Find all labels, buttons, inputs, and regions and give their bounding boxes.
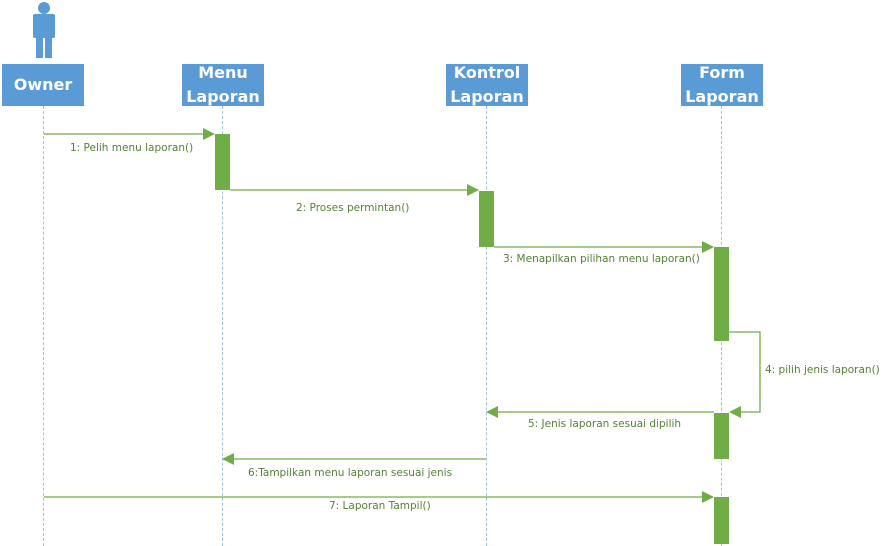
message-label-7: 7: Laporan Tampil() [329, 500, 431, 512]
lifeline-owner [43, 106, 44, 546]
activation-form-laporan-3 [714, 497, 729, 544]
lifeline-kontrol-laporan-label: Kontrol Laporan [450, 63, 524, 106]
arrowhead-2 [467, 184, 479, 196]
arrowhead-4 [729, 406, 741, 418]
message-label-1: 1: Pelih menu laporan() [70, 142, 194, 154]
arrowhead-5 [486, 406, 498, 418]
activation-kontrol-laporan [479, 191, 494, 247]
actor-icon [33, 2, 55, 58]
arrowhead-7 [702, 491, 714, 503]
activation-form-laporan-1 [714, 247, 729, 341]
lifeline-menu-laporan-label: Menu Laporan [186, 63, 260, 106]
message-label-3: 3: Menapilkan pilihan menu laporan() [503, 253, 700, 265]
message-label-6: 6:Tampilkan menu laporan sesuai jenis [248, 467, 453, 479]
lifeline-kontrol-laporan [486, 106, 487, 546]
lifeline-menu-laporan [222, 106, 223, 546]
arrowhead-1 [203, 128, 215, 140]
message-arrow-4 [729, 331, 761, 413]
lifeline-owner-label: Owner [13, 75, 73, 94]
lifeline-form-laporan-box: Form Laporan [681, 63, 763, 106]
message-label-2: 2: Proses permintan() [296, 202, 410, 214]
lifeline-form-laporan-label: Form Laporan [685, 63, 759, 106]
activation-form-laporan-2 [714, 413, 729, 459]
arrowhead-3 [702, 241, 714, 253]
activation-menu-laporan [215, 134, 230, 190]
message-label-5: 5: Jenis laporan sesuai dipilih [528, 418, 682, 430]
lifeline-kontrol-laporan-box: Kontrol Laporan [446, 63, 528, 106]
lifeline-menu-laporan-box: Menu Laporan [182, 63, 264, 106]
arrowhead-6 [222, 453, 234, 465]
lifeline-owner-box: Owner [2, 64, 84, 106]
message-label-4: 4: pilih jenis laporan() [765, 364, 880, 376]
